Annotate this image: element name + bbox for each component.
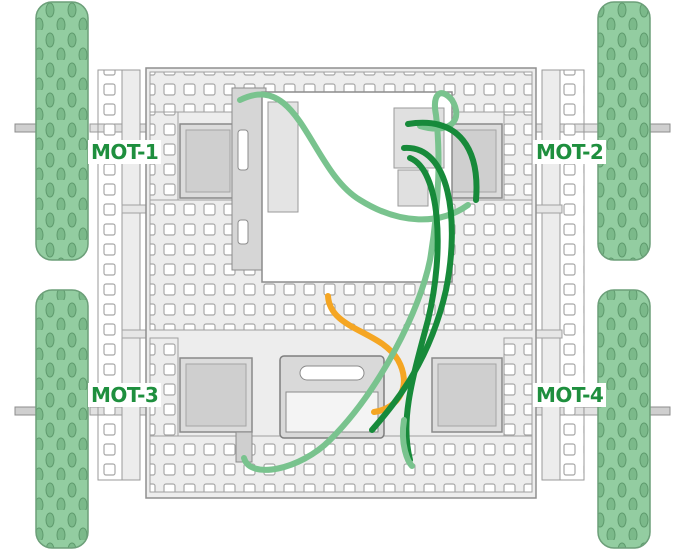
motor-2-label: MOT-2 xyxy=(533,140,606,164)
motor-4-label: MOT-4 xyxy=(533,383,606,407)
wheel-front-right xyxy=(598,2,650,260)
motor-3-label: MOT-3 xyxy=(88,383,161,407)
wheel-front-left xyxy=(36,2,88,260)
wheel-rear-right xyxy=(598,290,650,548)
motor-1 xyxy=(180,124,236,198)
motor-3 xyxy=(180,358,252,432)
wheel-rear-left xyxy=(36,290,88,548)
motor-4 xyxy=(432,358,502,432)
motor-1-label: MOT-1 xyxy=(88,140,161,164)
